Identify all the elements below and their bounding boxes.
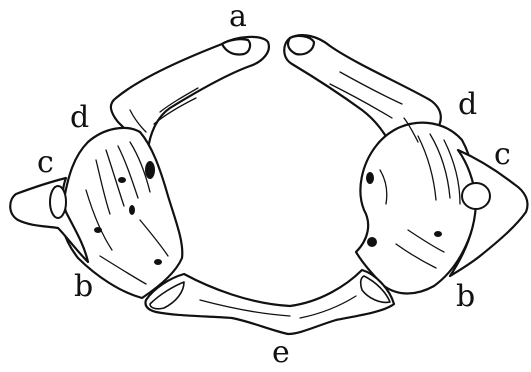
label-c-left: c — [37, 148, 54, 178]
label-d-right: d — [458, 90, 477, 120]
label-e: e — [272, 338, 290, 368]
label-b-left: b — [74, 272, 93, 302]
left-foramen — [50, 186, 66, 218]
label-c-right: c — [494, 140, 511, 170]
right-arm-tip — [288, 36, 314, 54]
label-b-right: b — [456, 282, 475, 312]
label-a: a — [229, 2, 247, 32]
label-d-left: d — [70, 103, 89, 133]
anterior-arch — [145, 270, 394, 334]
right-foramen — [462, 183, 490, 209]
